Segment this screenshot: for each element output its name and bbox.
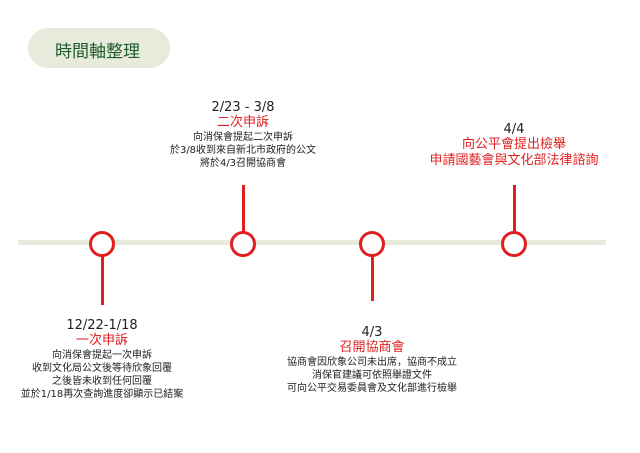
event-line: 收到文化局公文後等待欣象回覆: [32, 363, 172, 374]
event-line: 可向公平交易委員會及文化部進行檢舉: [287, 383, 457, 394]
event-line: 於3/8收到來自新北市政府的公文: [169, 145, 317, 156]
timeline-node-2: [230, 231, 256, 257]
event-line: 之後皆未收到任何回覆: [52, 376, 152, 387]
event-title: 一次申訴: [75, 333, 128, 348]
stem-1: [101, 255, 104, 305]
event-title: 向公平會提出檢舉: [461, 137, 566, 152]
event-line: 將於4/3召開協商會: [199, 158, 287, 169]
stem-4: [513, 185, 516, 233]
event-date: 4/4: [503, 122, 525, 137]
event-title: 申請國藝會與文化部法律諮詢: [429, 153, 599, 168]
event-date: 4/3: [361, 325, 383, 340]
timeline-node-3: [359, 231, 385, 257]
event-1: 12/22-1/18 一次申訴 向消保會提起一次申訴 收到文化局公文後等待欣象回…: [0, 318, 222, 401]
event-line: 向消保會提起二次申訴: [193, 132, 293, 143]
stem-3: [371, 255, 374, 301]
title-badge: 時間軸整理: [28, 28, 170, 68]
timeline-node-1: [89, 231, 115, 257]
event-title: 召開協商會: [339, 340, 405, 355]
event-line: 並於1/18再次查詢進度卻顯示已結案: [20, 389, 184, 400]
timeline-node-4: [501, 231, 527, 257]
event-date: 12/22-1/18: [66, 318, 138, 333]
event-line: 消保官建議可依照舉證文件: [312, 370, 432, 381]
event-2: 2/23 - 3/8 二次申訴 向消保會提起二次申訴 於3/8收到來自新北市政府…: [123, 100, 363, 170]
stem-2: [242, 185, 245, 233]
event-line: 向消保會提起一次申訴: [52, 350, 152, 361]
timeline-axis: [18, 240, 606, 245]
event-line: 協商會因欣象公司未出席，協商不成立: [287, 357, 457, 368]
event-date: 2/23 - 3/8: [211, 100, 275, 115]
page-title: 時間軸整理: [55, 42, 140, 62]
event-4: 4/4 向公平會提出檢舉 申請國藝會與文化部法律諮詢: [394, 122, 634, 169]
event-title: 二次申訴: [216, 115, 269, 130]
event-3: 4/3 召開協商會 協商會因欣象公司未出席，協商不成立 消保官建議可依照舉證文件…: [252, 325, 492, 395]
